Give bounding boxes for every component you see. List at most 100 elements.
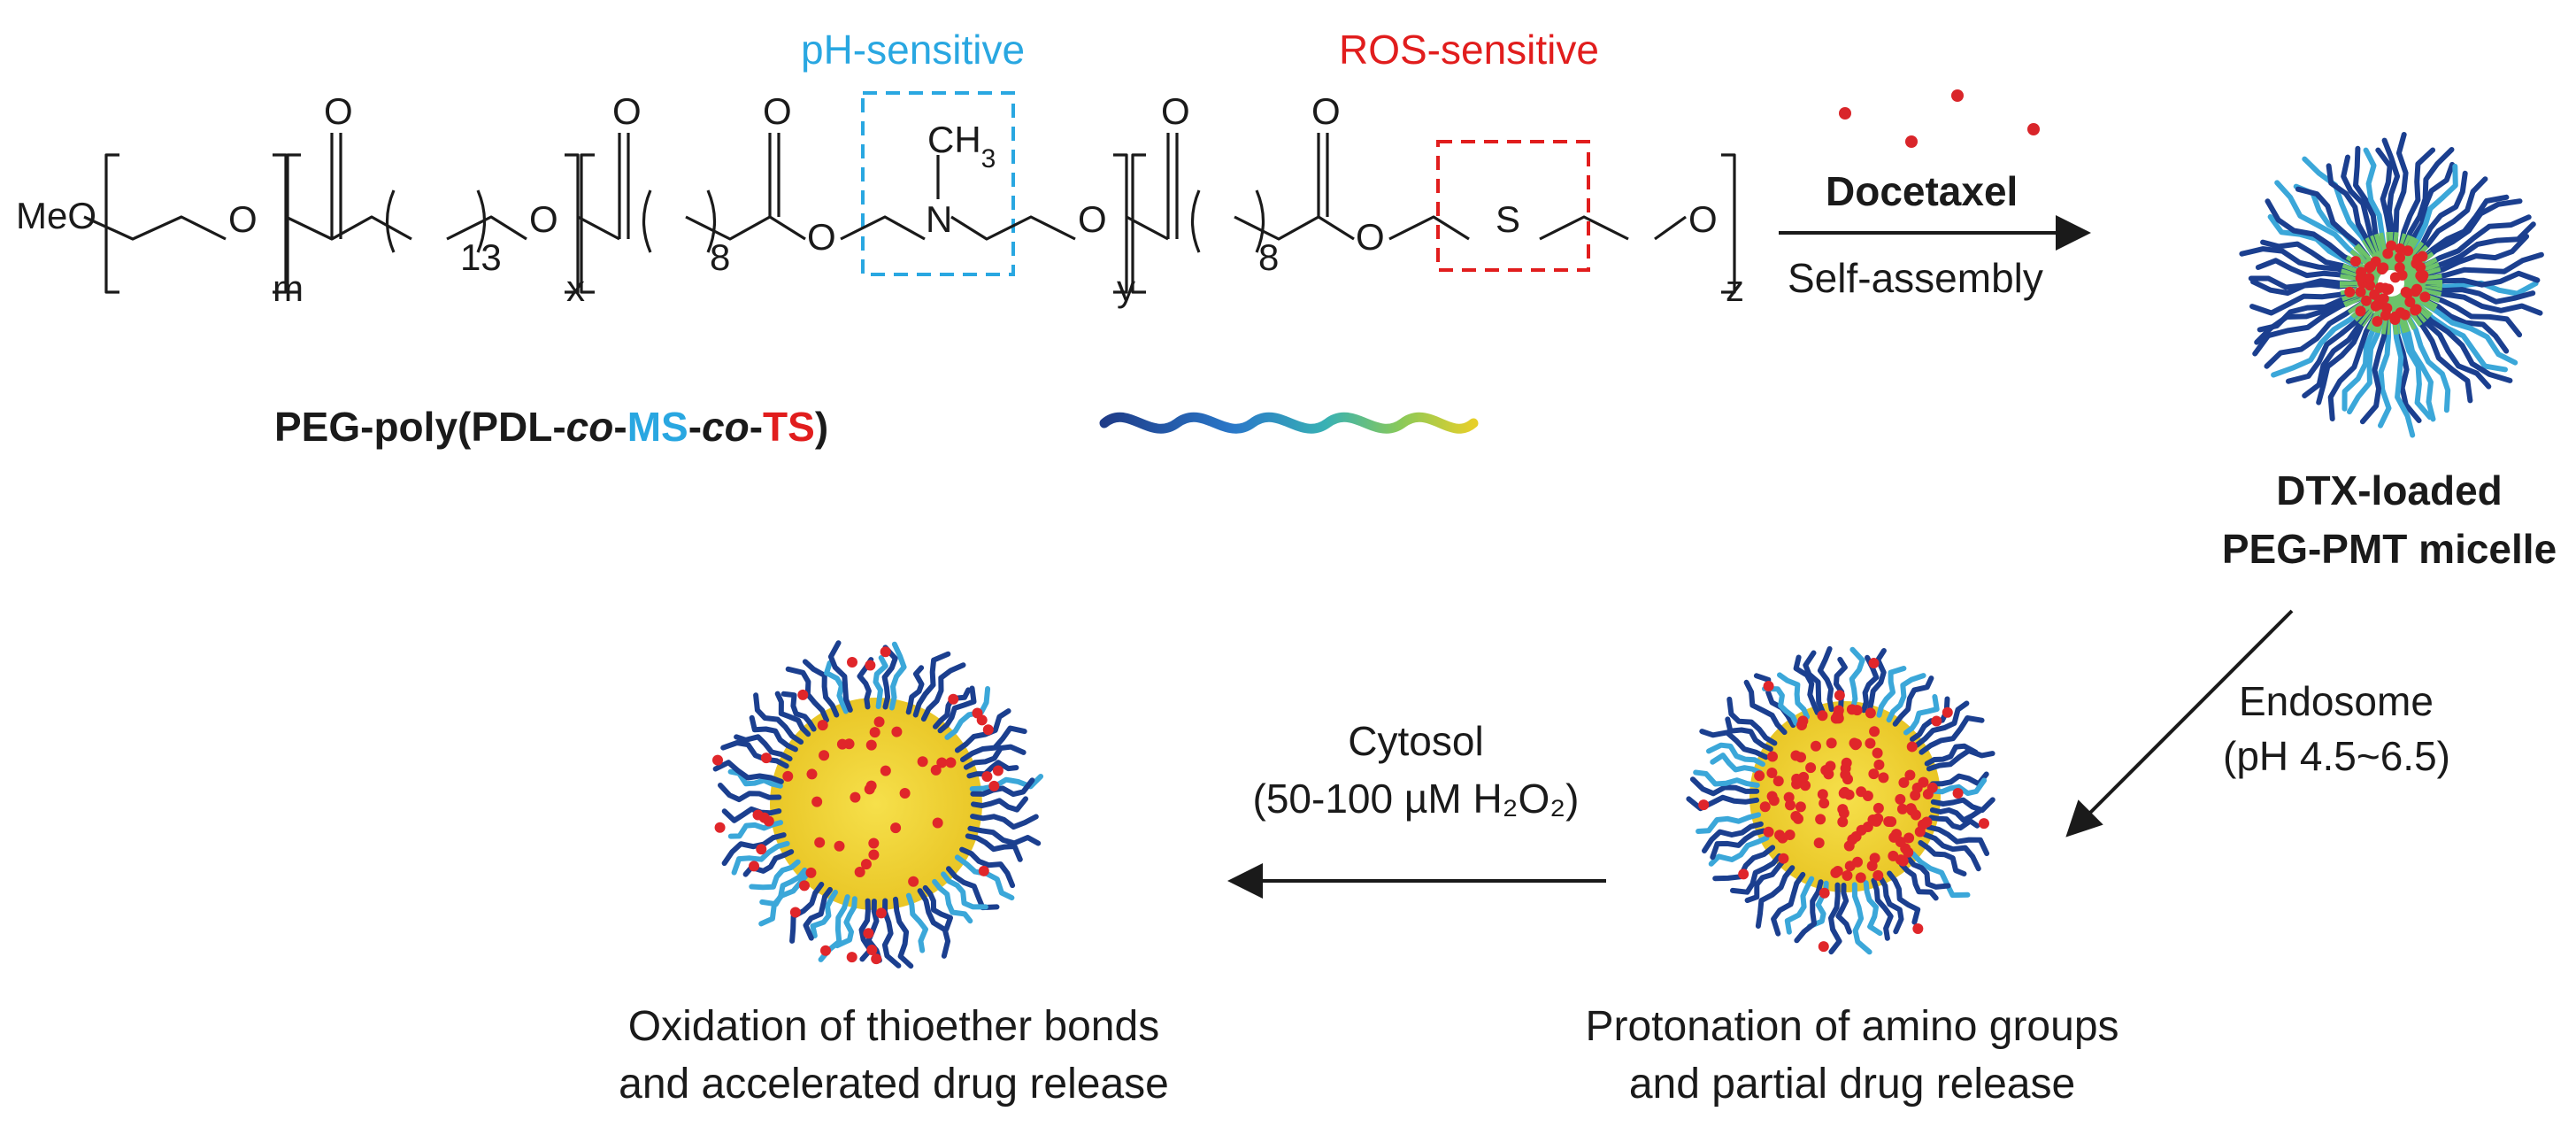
oxygen-atom-3: O [807, 216, 836, 258]
drug-dot [1849, 739, 1861, 751]
drug-dot [1906, 741, 1918, 753]
drug-dot [1768, 795, 1780, 807]
peg-chain [1689, 776, 1760, 797]
drug-dot [1872, 813, 1884, 824]
peg-chain [1929, 807, 1985, 823]
peg-chain [1784, 876, 1815, 935]
drug-dot [2402, 288, 2413, 299]
ph-sensitive-label: pH-sensitive [801, 27, 1025, 73]
drug-dot [891, 726, 903, 737]
drug-dot [1832, 866, 1843, 877]
oxygen-atom-carbonyl-1: O [324, 90, 353, 132]
peg-chain [802, 659, 840, 718]
drug-dot [834, 840, 845, 852]
micelle2-label-line1: Protonation of amino groups [1585, 1003, 2118, 1050]
drug-dot [1763, 826, 1774, 838]
drug-dot [890, 822, 902, 834]
drug-dot [1888, 850, 1899, 861]
peg-chain [1919, 715, 1985, 755]
peg-chain [1712, 845, 1776, 882]
ros-sensitive-box [1436, 140, 1590, 272]
peg-chain [1710, 753, 1763, 776]
drug-dot [2418, 270, 2429, 282]
released-drug-dot [972, 707, 983, 719]
peg-chain [2347, 314, 2385, 415]
peg-chain [1777, 672, 1811, 720]
peg-chain [965, 833, 1023, 862]
drug-dot [2395, 251, 2406, 263]
released-drug-dot [1931, 715, 1942, 727]
peg-chain [2249, 287, 2359, 316]
endosome-label-line2: (pH 4.5~6.5) [2223, 733, 2450, 779]
peg-chain [2381, 137, 2401, 251]
drug-dot [2404, 297, 2416, 308]
peg-chain [2397, 314, 2433, 421]
peg-chain [2341, 154, 2381, 253]
peg-chain [2417, 198, 2523, 266]
peg-chain [1699, 729, 1769, 760]
peg-chain [2265, 198, 2364, 268]
drug-dot [1878, 772, 1889, 783]
drug-dot [1873, 759, 1885, 770]
hydrophobic-segment [2390, 232, 2399, 271]
peg-chain [759, 867, 808, 907]
drug-dot [1792, 813, 1803, 824]
drug-dot [908, 876, 919, 887]
peg-chain [971, 796, 1028, 813]
drug-dot [2419, 291, 2431, 303]
drug-dot [860, 859, 872, 870]
drug-dot [1852, 856, 1864, 868]
drug-dot [854, 867, 865, 878]
peg-chain [2411, 307, 2492, 390]
drug-dot [1910, 790, 1921, 801]
docetaxel-label: Docetaxel [1826, 168, 2018, 214]
peg-chain [2248, 275, 2358, 290]
ph-sensitive-box [861, 91, 1015, 276]
released-drug-dot [948, 693, 959, 705]
drug-dot [1772, 776, 1784, 787]
drug-dot [1795, 801, 1806, 813]
peg-chain [1696, 812, 1762, 834]
drug-dot [805, 867, 817, 878]
peg-chain [2423, 285, 2536, 305]
peg-chain [1871, 877, 1894, 941]
peg-chain [2302, 156, 2375, 257]
drug-dot [2410, 304, 2421, 315]
peg-chain [803, 886, 833, 941]
peg-chain [873, 655, 888, 709]
drug-dot [1813, 838, 1825, 849]
peg-chain [1755, 865, 1796, 929]
self-assembly-step: Docetaxel Self-assembly [1779, 89, 2091, 301]
released-drug-dot [714, 822, 726, 833]
drug-dot [1898, 777, 1910, 789]
sulfur-atom: S [1496, 198, 1520, 240]
drug-dot [1837, 804, 1849, 815]
drug-dot [2378, 262, 2389, 274]
peg-chain [2424, 270, 2541, 288]
peg-chain [970, 814, 1039, 830]
drug-dot [2389, 272, 2401, 283]
drug-dot [1918, 776, 1929, 788]
drug-dot [1896, 803, 1908, 814]
peg-chain [720, 740, 789, 769]
peg-chain [1903, 694, 1940, 736]
drug-dot [1914, 826, 1926, 838]
released-drug-dot [752, 809, 764, 821]
peg-chain [1930, 777, 1988, 797]
drug-dot [2364, 273, 2375, 284]
drug-dot [1888, 831, 1900, 843]
protonated-micelle [1686, 645, 1995, 955]
oxygen-atom-carbonyl-5: O [1311, 90, 1341, 132]
released-drug-dot [866, 945, 878, 956]
oxygen-atom-5: O [1356, 216, 1385, 258]
peg-chain [780, 691, 817, 732]
peg-chain [1744, 857, 1787, 903]
peg-chain [2409, 309, 2473, 404]
released-drug-dot [871, 953, 882, 965]
hydrophobic-segment [2403, 283, 2442, 297]
drug-dot [1783, 791, 1795, 803]
peg-chain [905, 892, 928, 953]
drug-dot [2344, 286, 2356, 297]
cytosol-label-line1: Cytosol [1348, 718, 1483, 764]
peg-chain [1817, 645, 1834, 713]
